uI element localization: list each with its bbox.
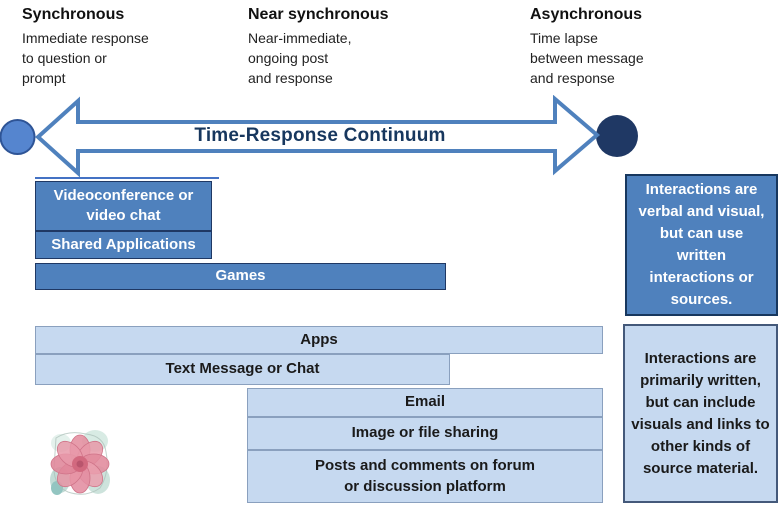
bar-videoconference: Videoconference or video chat [35, 181, 212, 231]
asynchronous-title: Asynchronous [530, 6, 643, 23]
near-synchronous-title: Near synchronous [248, 6, 389, 23]
asynchronous-desc-line: Time lapse [530, 30, 598, 46]
asynchronous-endpoint-dot [596, 115, 638, 157]
synchronous-note-text: Interactions are verbal and visual, but … [638, 181, 765, 308]
flower-outline [53, 432, 108, 495]
near-synchronous-desc-line: and response [248, 70, 333, 86]
synchronous-desc-line: Immediate response [22, 30, 149, 46]
near-synchronous-desc-line: ongoing post [248, 50, 329, 66]
header-asynchronous: Asynchronous Time lapse between message … [530, 6, 644, 88]
accent-divider-line [35, 177, 219, 179]
double-arrow-shape [35, 94, 601, 178]
bar-email: Email [247, 388, 603, 417]
asynchronous-note-box: Interactions are primarily written, but … [623, 324, 778, 503]
near-synchronous-desc-line: Near-immediate, [248, 30, 352, 46]
continuum-arrow [0, 94, 660, 180]
bar-games-label: Games [215, 267, 266, 285]
bar-text-message-label: Text Message or Chat [165, 360, 320, 378]
bar-apps-label: Apps [300, 330, 338, 348]
bar-posts-label: Posts and comments on forum or discussio… [314, 457, 536, 495]
bar-posts: Posts and comments on forum or discussio… [247, 450, 603, 503]
bar-apps: Apps [35, 326, 603, 354]
continuum-arrow-graphic [0, 94, 638, 178]
synchronous-endpoint-dot [0, 119, 36, 155]
bar-image-sharing-label: Image or file sharing [351, 424, 499, 442]
asynchronous-note-text: Interactions are primarily written, but … [631, 349, 770, 477]
bar-games: Games [35, 263, 446, 290]
bar-email-label: Email [404, 393, 446, 411]
synchronous-note-box: Interactions are verbal and visual, but … [625, 174, 778, 316]
continuum-label: Time-Response Continuum [194, 125, 446, 146]
bar-text-message: Text Message or Chat [35, 354, 450, 385]
bar-shared-applications-label: Shared Applications [51, 235, 196, 253]
flower-logo-icon [50, 430, 110, 495]
bar-shared-applications: Shared Applications [35, 231, 212, 259]
header-synchronous: Synchronous Immediate response to questi… [22, 6, 149, 88]
flower-center-dot [76, 460, 84, 468]
asynchronous-desc-line: between message [530, 50, 644, 66]
synchronous-title: Synchronous [22, 6, 125, 23]
header-near-synchronous: Near synchronous Near-immediate, ongoing… [248, 6, 388, 88]
bar-image-sharing: Image or file sharing [247, 417, 603, 450]
asynchronous-desc-line: and response [530, 70, 615, 86]
bar-videoconference-label: Videoconference or video chat [53, 186, 194, 224]
synchronous-desc-line: prompt [22, 70, 66, 86]
synchronous-desc-line: to question or [22, 50, 107, 66]
